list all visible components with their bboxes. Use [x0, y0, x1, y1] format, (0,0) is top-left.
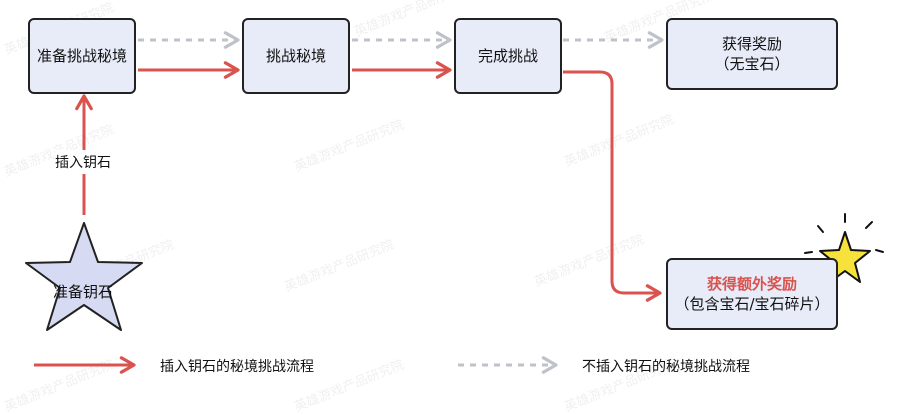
node-reward-extra-line1: 获得额外奖励 — [706, 274, 797, 293]
node-prepare-challenge-label: 准备挑战秘境 — [36, 46, 127, 65]
solid-arrow-complete-to-extra-reward — [563, 70, 662, 302]
legend-solid-label: 插入钥石的秘境挑战流程 — [160, 359, 314, 375]
node-reward-extra: 获得额外奖励 （包含宝石/宝石碎片） — [666, 258, 838, 330]
edge-label-insert-key: 插入钥石 — [55, 150, 111, 174]
node-reward-plain-line1: 获得奖励 — [721, 34, 782, 53]
star-label: 准备钥石 — [53, 283, 114, 301]
key-stone-star — [25, 222, 143, 331]
node-reward-extra-line2: （包含宝石/宝石碎片） — [674, 295, 830, 313]
node-reward-plain-line2: （无宝石） — [714, 55, 790, 73]
node-prepare-challenge: 准备挑战秘境 — [28, 18, 136, 94]
node-challenge: 挑战秘境 — [242, 18, 350, 94]
node-challenge-label: 挑战秘境 — [265, 46, 326, 65]
node-reward-plain: 获得奖励 （无宝石） — [666, 18, 838, 90]
node-complete-label: 完成挑战 — [477, 46, 538, 65]
legend-dashed-label: 不插入钥石的秘境挑战流程 — [582, 359, 750, 375]
sparkle-burst-icon — [804, 213, 884, 283]
node-complete: 完成挑战 — [454, 18, 562, 94]
